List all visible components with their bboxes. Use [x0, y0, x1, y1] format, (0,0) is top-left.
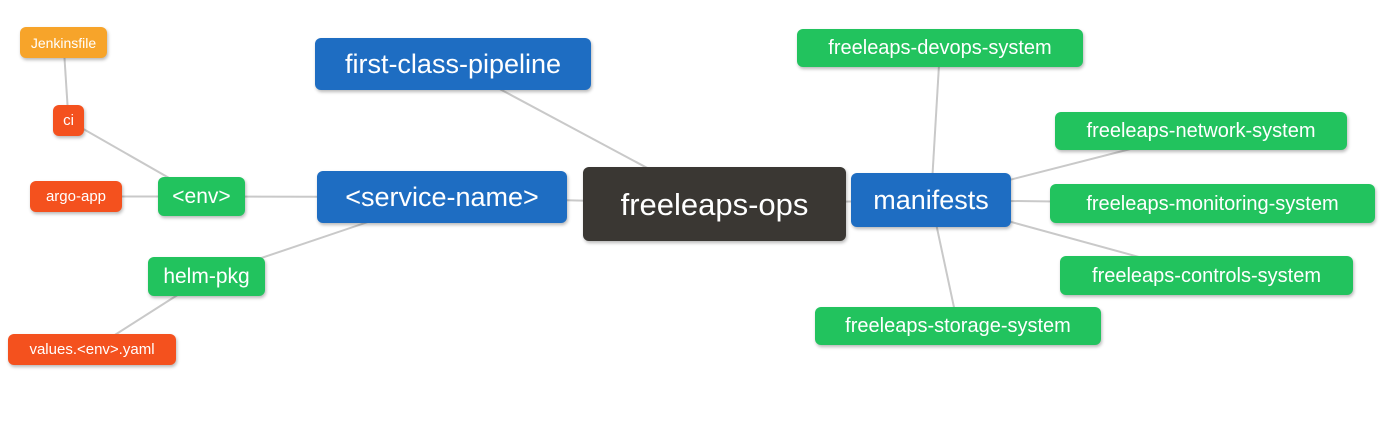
node-manifests[interactable]: manifests	[851, 173, 1011, 227]
node-freeleaps-network-system[interactable]: freeleaps-network-system	[1055, 112, 1347, 150]
node-freeleaps-ops[interactable]: freeleaps-ops	[583, 167, 846, 241]
node-service-name[interactable]: <service-name>	[317, 171, 567, 223]
node-env[interactable]: <env>	[158, 177, 245, 216]
node-values-env-yaml[interactable]: values.<env>.yaml	[8, 334, 176, 365]
node-jenkinsfile[interactable]: Jenkinsfile	[20, 27, 107, 58]
node-freeleaps-controls-system[interactable]: freeleaps-controls-system	[1060, 256, 1353, 295]
node-freeleaps-devops-system[interactable]: freeleaps-devops-system	[797, 29, 1083, 67]
node-ci[interactable]: ci	[53, 105, 84, 136]
node-first-class-pipeline[interactable]: first-class-pipeline	[315, 38, 591, 90]
node-freeleaps-storage-system[interactable]: freeleaps-storage-system	[815, 307, 1101, 345]
node-argo-app[interactable]: argo-app	[30, 181, 122, 212]
node-freeleaps-monitoring-system[interactable]: freeleaps-monitoring-system	[1050, 184, 1375, 223]
node-helm-pkg[interactable]: helm-pkg	[148, 257, 265, 296]
